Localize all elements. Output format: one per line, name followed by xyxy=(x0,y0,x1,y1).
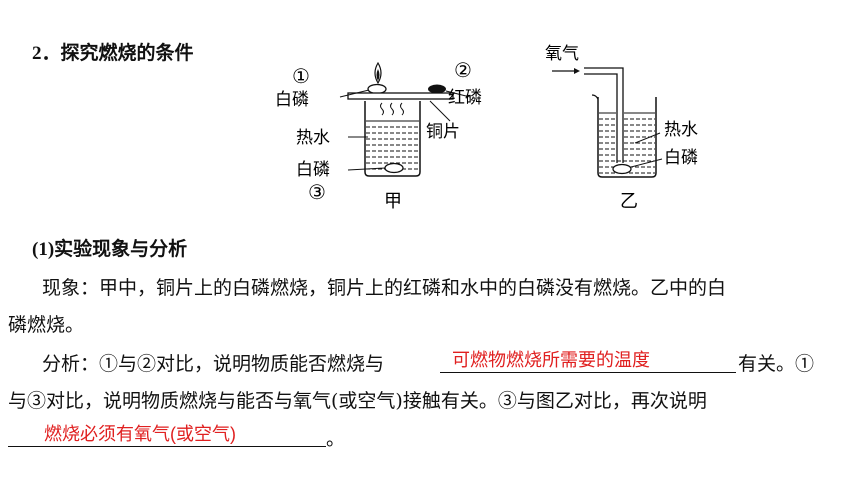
gas-tube xyxy=(584,67,624,163)
label-3: ③ xyxy=(308,180,326,204)
answer-blank-1 xyxy=(440,350,736,373)
label-hot-water: 热水 xyxy=(296,128,330,148)
answer-2: 燃烧必须有氧气(或空气) xyxy=(44,424,236,444)
white-phosphorus-water xyxy=(384,162,404,174)
section-heading: 2．探究燃烧的条件 xyxy=(32,43,194,64)
label-white-p-top: 白磷 xyxy=(275,90,309,110)
label-2: ② xyxy=(454,58,472,82)
figure-yi: 氧气 热水 白磷 乙 xyxy=(545,44,698,212)
label-copper: 铜片 xyxy=(426,122,460,142)
beaker-yi xyxy=(597,97,657,178)
label-white-p-bottom: 白磷 xyxy=(296,160,330,180)
red-phosphorus xyxy=(428,84,446,94)
caption-yi: 乙 xyxy=(620,191,638,212)
flame-core-icon xyxy=(376,69,380,81)
steam-icon xyxy=(380,102,384,116)
label-red-p: 红磷 xyxy=(448,88,482,108)
copper-plate xyxy=(347,92,454,100)
arrow-right-icon xyxy=(574,68,580,74)
label-white-p-yi: 白磷 xyxy=(664,148,698,168)
beaker-jia xyxy=(364,101,421,177)
analysis-prefix: 分析：①与②对比，说明物质能否燃烧与 xyxy=(42,353,385,375)
figure-jia: ① ② ③ 白磷 红磷 热水 铜片 白磷 甲 xyxy=(275,58,482,212)
water-jia xyxy=(366,120,419,170)
label-oxygen: 氧气 xyxy=(545,44,579,64)
answer-1: 可燃物燃烧所需要的温度 xyxy=(452,350,650,370)
end-mark: 。 xyxy=(326,428,346,450)
white-phosphorus-top xyxy=(367,83,387,95)
analysis-suffix: 有关。① xyxy=(738,353,815,375)
caption-jia: 甲 xyxy=(384,191,402,212)
white-phosphorus-yi xyxy=(612,163,632,175)
answer-blank-2 xyxy=(8,424,326,447)
flame-icon xyxy=(374,61,382,85)
water-yi xyxy=(599,112,655,174)
section-title: (1)实验现象与分析 xyxy=(32,239,188,260)
phenomenon-line-1: 现象：甲中，铜片上的白磷燃烧，铜片上的红磷和水中的白磷没有燃烧。乙中的白 xyxy=(42,277,727,299)
phenomenon-line-2: 磷燃烧。 xyxy=(8,314,85,336)
label-1: ① xyxy=(292,64,310,88)
analysis-line-2: 与③对比，说明物质燃烧与能否与氧气(或空气)接触有关。③与图乙对比，再次说明 xyxy=(8,390,707,412)
label-hot-water-yi: 热水 xyxy=(664,120,698,140)
